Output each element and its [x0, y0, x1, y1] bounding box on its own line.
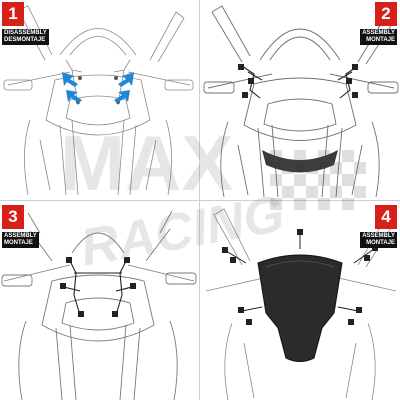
motorcycle-front-drawing	[3, 5, 194, 196]
step-caption: ASSEMBLY MONTAJE	[360, 29, 397, 45]
caption-line-1: ASSEMBLY	[4, 233, 37, 239]
caption-line-2: MONTAJE	[366, 37, 395, 43]
windscreen	[257, 254, 343, 362]
motorcycle-front-drawing	[205, 208, 397, 400]
step-number-badge: 4	[375, 205, 397, 229]
screw-icon	[76, 76, 120, 104]
caption-line-1: ASSEMBLY	[362, 233, 395, 239]
motorcycle-front-drawing	[1, 210, 197, 400]
caption-line-1: ASSEMBLY	[362, 30, 395, 36]
step-4-panel: 4 ASSEMBLY MONTAJE	[202, 203, 399, 400]
step-3-panel: 3 ASSEMBLY MONTAJE	[0, 203, 197, 400]
step-1-panel: 1 DISASSEMBLY DESMONTAJE	[0, 0, 197, 197]
step-caption: ASSEMBLY MONTAJE	[360, 232, 397, 248]
caption-line-2: DESMONTAJE	[4, 37, 46, 43]
caption-line-2: MONTAJE	[4, 240, 33, 246]
blue-arrow-icon	[62, 72, 134, 103]
caption-line-2: MONTAJE	[366, 240, 395, 246]
step-caption: DISASSEMBLY DESMONTAJE	[2, 29, 49, 45]
panel-divider-horizontal	[0, 200, 400, 201]
caption-line-1: DISASSEMBLY	[4, 30, 47, 36]
step-number-badge: 3	[2, 205, 24, 229]
screw-icon	[60, 257, 136, 317]
screw-icon	[222, 229, 378, 325]
step-number-badge: 2	[375, 2, 397, 26]
screw-icon	[238, 64, 358, 98]
step-number-badge: 1	[2, 2, 24, 26]
step-2-panel: 2 ASSEMBLY MONTAJE	[202, 0, 399, 197]
step-caption: ASSEMBLY MONTAJE	[2, 232, 39, 248]
